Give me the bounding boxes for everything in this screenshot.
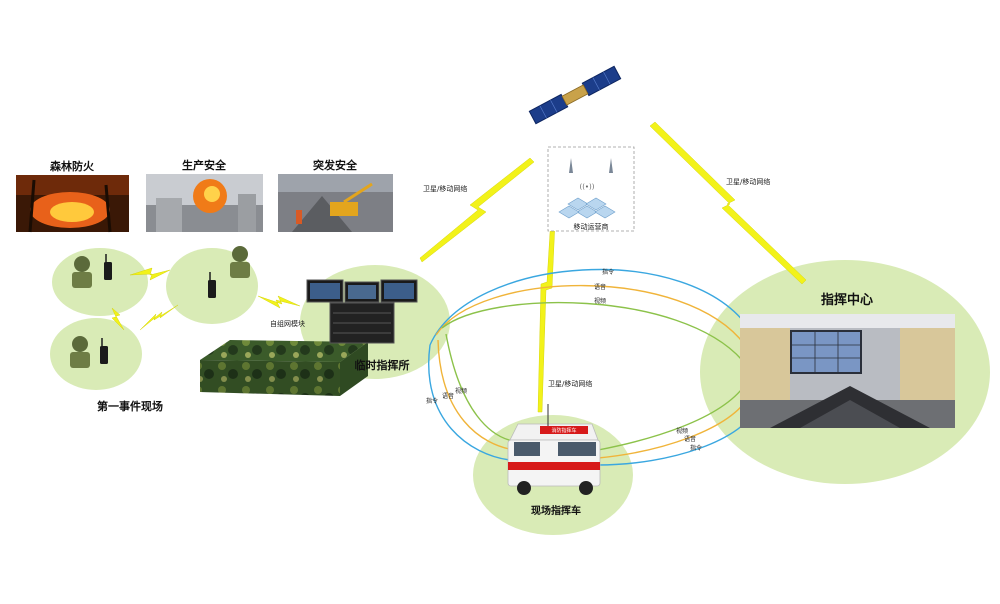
- temp-command-label: 临时指挥所: [355, 358, 410, 372]
- bubble-radio-3: [50, 318, 142, 390]
- field-vehicle-label: 现场指挥车: [531, 504, 581, 517]
- vehicle-text: 消防指挥车: [551, 427, 576, 434]
- forest-fire-photo: [16, 175, 129, 233]
- soldier-radio-icon: [70, 336, 108, 368]
- soldier-radio-icon: [72, 254, 112, 288]
- signal-video-left: 视频: [455, 387, 467, 395]
- signal-voice-left: 语音: [442, 392, 454, 400]
- adhoc-links: [111, 267, 301, 331]
- link-arcs: [428, 268, 759, 466]
- link-video-arc: [597, 384, 746, 451]
- scene-photos: [16, 174, 393, 233]
- link-label-sat-vehicle: 卫星/移动网络: [548, 379, 592, 388]
- disaster-rescue-photo: [278, 174, 393, 232]
- carrier-box: ((•)) 移动运营商: [547, 146, 635, 232]
- lightning-icon: [257, 295, 301, 309]
- signal-video-right: 视频: [676, 427, 688, 435]
- tent-icon: [200, 340, 368, 396]
- lightning-icon: [129, 267, 171, 281]
- satellite-icon: [528, 65, 622, 125]
- satellite-links: [419, 121, 807, 413]
- link-label-sat-left: 卫星/移动网络: [423, 184, 467, 193]
- link-label-sat-right: 卫星/移动网络: [726, 177, 770, 186]
- adhoc-module-label: 自组网模块: [270, 319, 305, 328]
- scene-label-3: 突发安全: [313, 158, 358, 172]
- link-voice-arc: [435, 284, 746, 346]
- first-scene-label: 第一事件现场: [97, 399, 163, 413]
- signal-cmd-left: 指令: [426, 397, 438, 405]
- signal-cmd-top: 指令: [602, 268, 614, 276]
- command-center-label: 指挥中心: [821, 292, 873, 308]
- bubble-radio-1: [52, 248, 148, 316]
- scene-label-1: 森林防火: [50, 159, 95, 173]
- lightning-icon: [419, 157, 535, 263]
- cell-tower-icon: [569, 158, 613, 173]
- lightning-icon: [139, 304, 179, 331]
- soldier-radio-icon: [208, 246, 250, 298]
- signal-video-top: 视频: [594, 297, 606, 305]
- scene-label-2: 生产安全: [182, 158, 227, 172]
- fire-command-vehicle-icon: [507, 404, 601, 495]
- carrier-label: 移动运营商: [574, 222, 609, 231]
- link-cmd-arc: [428, 344, 511, 461]
- link-voice-arc: [437, 339, 516, 451]
- signal-voice-right: 语音: [684, 435, 696, 443]
- control-room-photo: [740, 314, 955, 428]
- base-station-icon: [558, 197, 616, 219]
- command-console-icon: [306, 279, 418, 344]
- link-cmd-arc: [429, 268, 751, 346]
- carrier-signal: ((•)): [579, 183, 594, 191]
- factory-explosion-photo: [146, 174, 263, 232]
- signal-voice-top: 语音: [594, 283, 606, 291]
- lightning-icon: [111, 307, 125, 331]
- lightning-icon: [649, 121, 807, 285]
- link-video-arc: [441, 301, 743, 361]
- signal-cmd-right: 指令: [690, 444, 702, 452]
